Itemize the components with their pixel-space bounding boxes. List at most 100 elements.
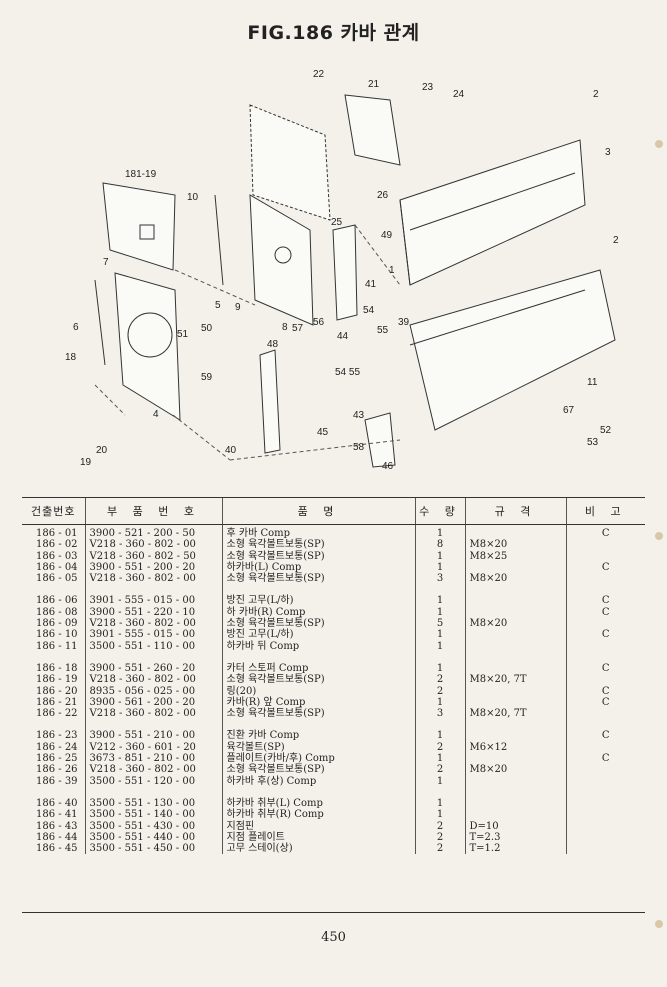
- spacer-cell: [414, 584, 465, 596]
- group-spacer: [22, 786, 645, 798]
- figure-title: FIG.186 카바 관계: [247, 22, 420, 44]
- cell-no: 186 - 19: [36, 674, 78, 686]
- cell-no: 186 - 22: [36, 708, 78, 720]
- svg-text:45: 45: [317, 427, 329, 438]
- cell-spec: [464, 730, 566, 742]
- cell-spec: [464, 561, 566, 574]
- cell-part: V218 - 360 - 802 - 00: [84, 573, 222, 585]
- svg-text:5: 5: [215, 300, 221, 311]
- cell-qty: 1: [414, 606, 465, 619]
- svg-text:6: 6: [73, 322, 79, 333]
- cell-qty: 3: [414, 708, 465, 720]
- cell-part: V218 - 360 - 802 - 50: [84, 550, 222, 562]
- cell-qty: 1: [414, 524, 465, 540]
- svg-text:1: 1: [389, 265, 395, 276]
- svg-text:58: 58: [353, 442, 365, 453]
- binder-hole: [655, 532, 663, 540]
- svg-text:54: 54: [363, 305, 375, 316]
- group-spacer: [22, 584, 645, 596]
- cell-no: 186 - 41: [36, 809, 78, 821]
- spacer-cell: [464, 719, 566, 731]
- spacer-cell: [414, 719, 465, 731]
- cell-name: 지점핀: [221, 820, 415, 832]
- cell-part: 3900 - 561 - 200 - 20: [84, 696, 222, 709]
- cell-part: 3500 - 551 - 110 - 00: [84, 640, 222, 652]
- spacer-cell: [221, 719, 415, 731]
- cell-part: 8935 - 056 - 025 - 00: [84, 685, 222, 697]
- cell-name: 방진 고무(L/하): [221, 595, 415, 607]
- svg-text:52: 52: [600, 425, 612, 436]
- cell-spec: [464, 775, 566, 787]
- cell-name: 하 카바(R) Comp: [221, 606, 415, 619]
- spacer-cell: [22, 584, 85, 595]
- svg-text:49: 49: [381, 230, 393, 241]
- header-note: 비 고: [565, 497, 645, 525]
- cell-spec: [464, 640, 566, 652]
- svg-text:3: 3: [605, 147, 611, 158]
- spacer-cell: [464, 786, 566, 798]
- cell-name: 소형 육각볼트보통(SP): [221, 708, 415, 720]
- binder-hole: [655, 920, 663, 928]
- cell-part: 3500 - 551 - 450 - 00: [84, 843, 222, 855]
- cell-no: 186 - 09: [36, 618, 78, 630]
- cell-qty: 5: [414, 618, 465, 630]
- cell-qty: 1: [414, 753, 465, 765]
- cell-part: 3500 - 551 - 120 - 00: [84, 775, 222, 787]
- cell-no: 186 - 01: [36, 528, 78, 539]
- cell-spec: M6×12: [464, 741, 566, 754]
- cell-spec: [464, 662, 566, 675]
- cell-name: 진환 카바 Comp: [221, 730, 415, 742]
- cell-part: 3900 - 551 - 210 - 00: [84, 730, 222, 742]
- cell-name: 하카바 취부(L) Comp: [221, 797, 415, 810]
- spacer-cell: [414, 651, 465, 663]
- cell-name: 소형 육각볼트보통(SP): [221, 618, 415, 630]
- cell-note: [565, 573, 645, 585]
- svg-text:7: 7: [103, 257, 109, 268]
- cell-note: C: [565, 730, 645, 742]
- svg-text:23: 23: [422, 82, 434, 93]
- cell-name: 하카바 뒤 Comp: [221, 640, 415, 652]
- cell-no: 186 - 40: [36, 797, 78, 809]
- svg-text:9: 9: [235, 302, 241, 313]
- cell-note: [565, 708, 645, 720]
- spacer-cell: [565, 719, 645, 731]
- cell-name: 소형 육각볼트보통(SP): [221, 764, 415, 776]
- cell-name: 소형 육각볼트보통(SP): [221, 573, 415, 585]
- cell-no: 186 - 18: [36, 662, 78, 674]
- svg-text:59: 59: [201, 372, 213, 383]
- cell-spec: M8×20: [464, 539, 566, 551]
- cell-spec: M8×20, 7T: [464, 674, 566, 686]
- cell-qty: 1: [414, 730, 465, 742]
- cell-spec: M8×25: [464, 550, 566, 562]
- svg-text:181-19: 181-19: [125, 169, 157, 180]
- header-quantity: 수 량: [414, 497, 465, 525]
- cell-part: 3500 - 551 - 140 - 00: [84, 809, 222, 821]
- cell-spec: [464, 524, 566, 540]
- cell-spec: [464, 606, 566, 619]
- spacer-cell: [22, 787, 85, 798]
- cell-part: 3901 - 555 - 015 - 00: [84, 595, 222, 607]
- svg-text:40: 40: [225, 445, 237, 456]
- svg-text:46: 46: [382, 461, 394, 472]
- cell-qty: 2: [414, 685, 465, 697]
- cell-part: 3500 - 551 - 430 - 00: [84, 820, 222, 832]
- cell-qty: 1: [414, 775, 465, 787]
- svg-text:21: 21: [368, 79, 380, 90]
- header-spec: 규 격: [464, 497, 566, 525]
- spacer-cell: [84, 786, 222, 798]
- page-number: 450: [321, 930, 346, 945]
- cell-qty: 1: [414, 561, 465, 574]
